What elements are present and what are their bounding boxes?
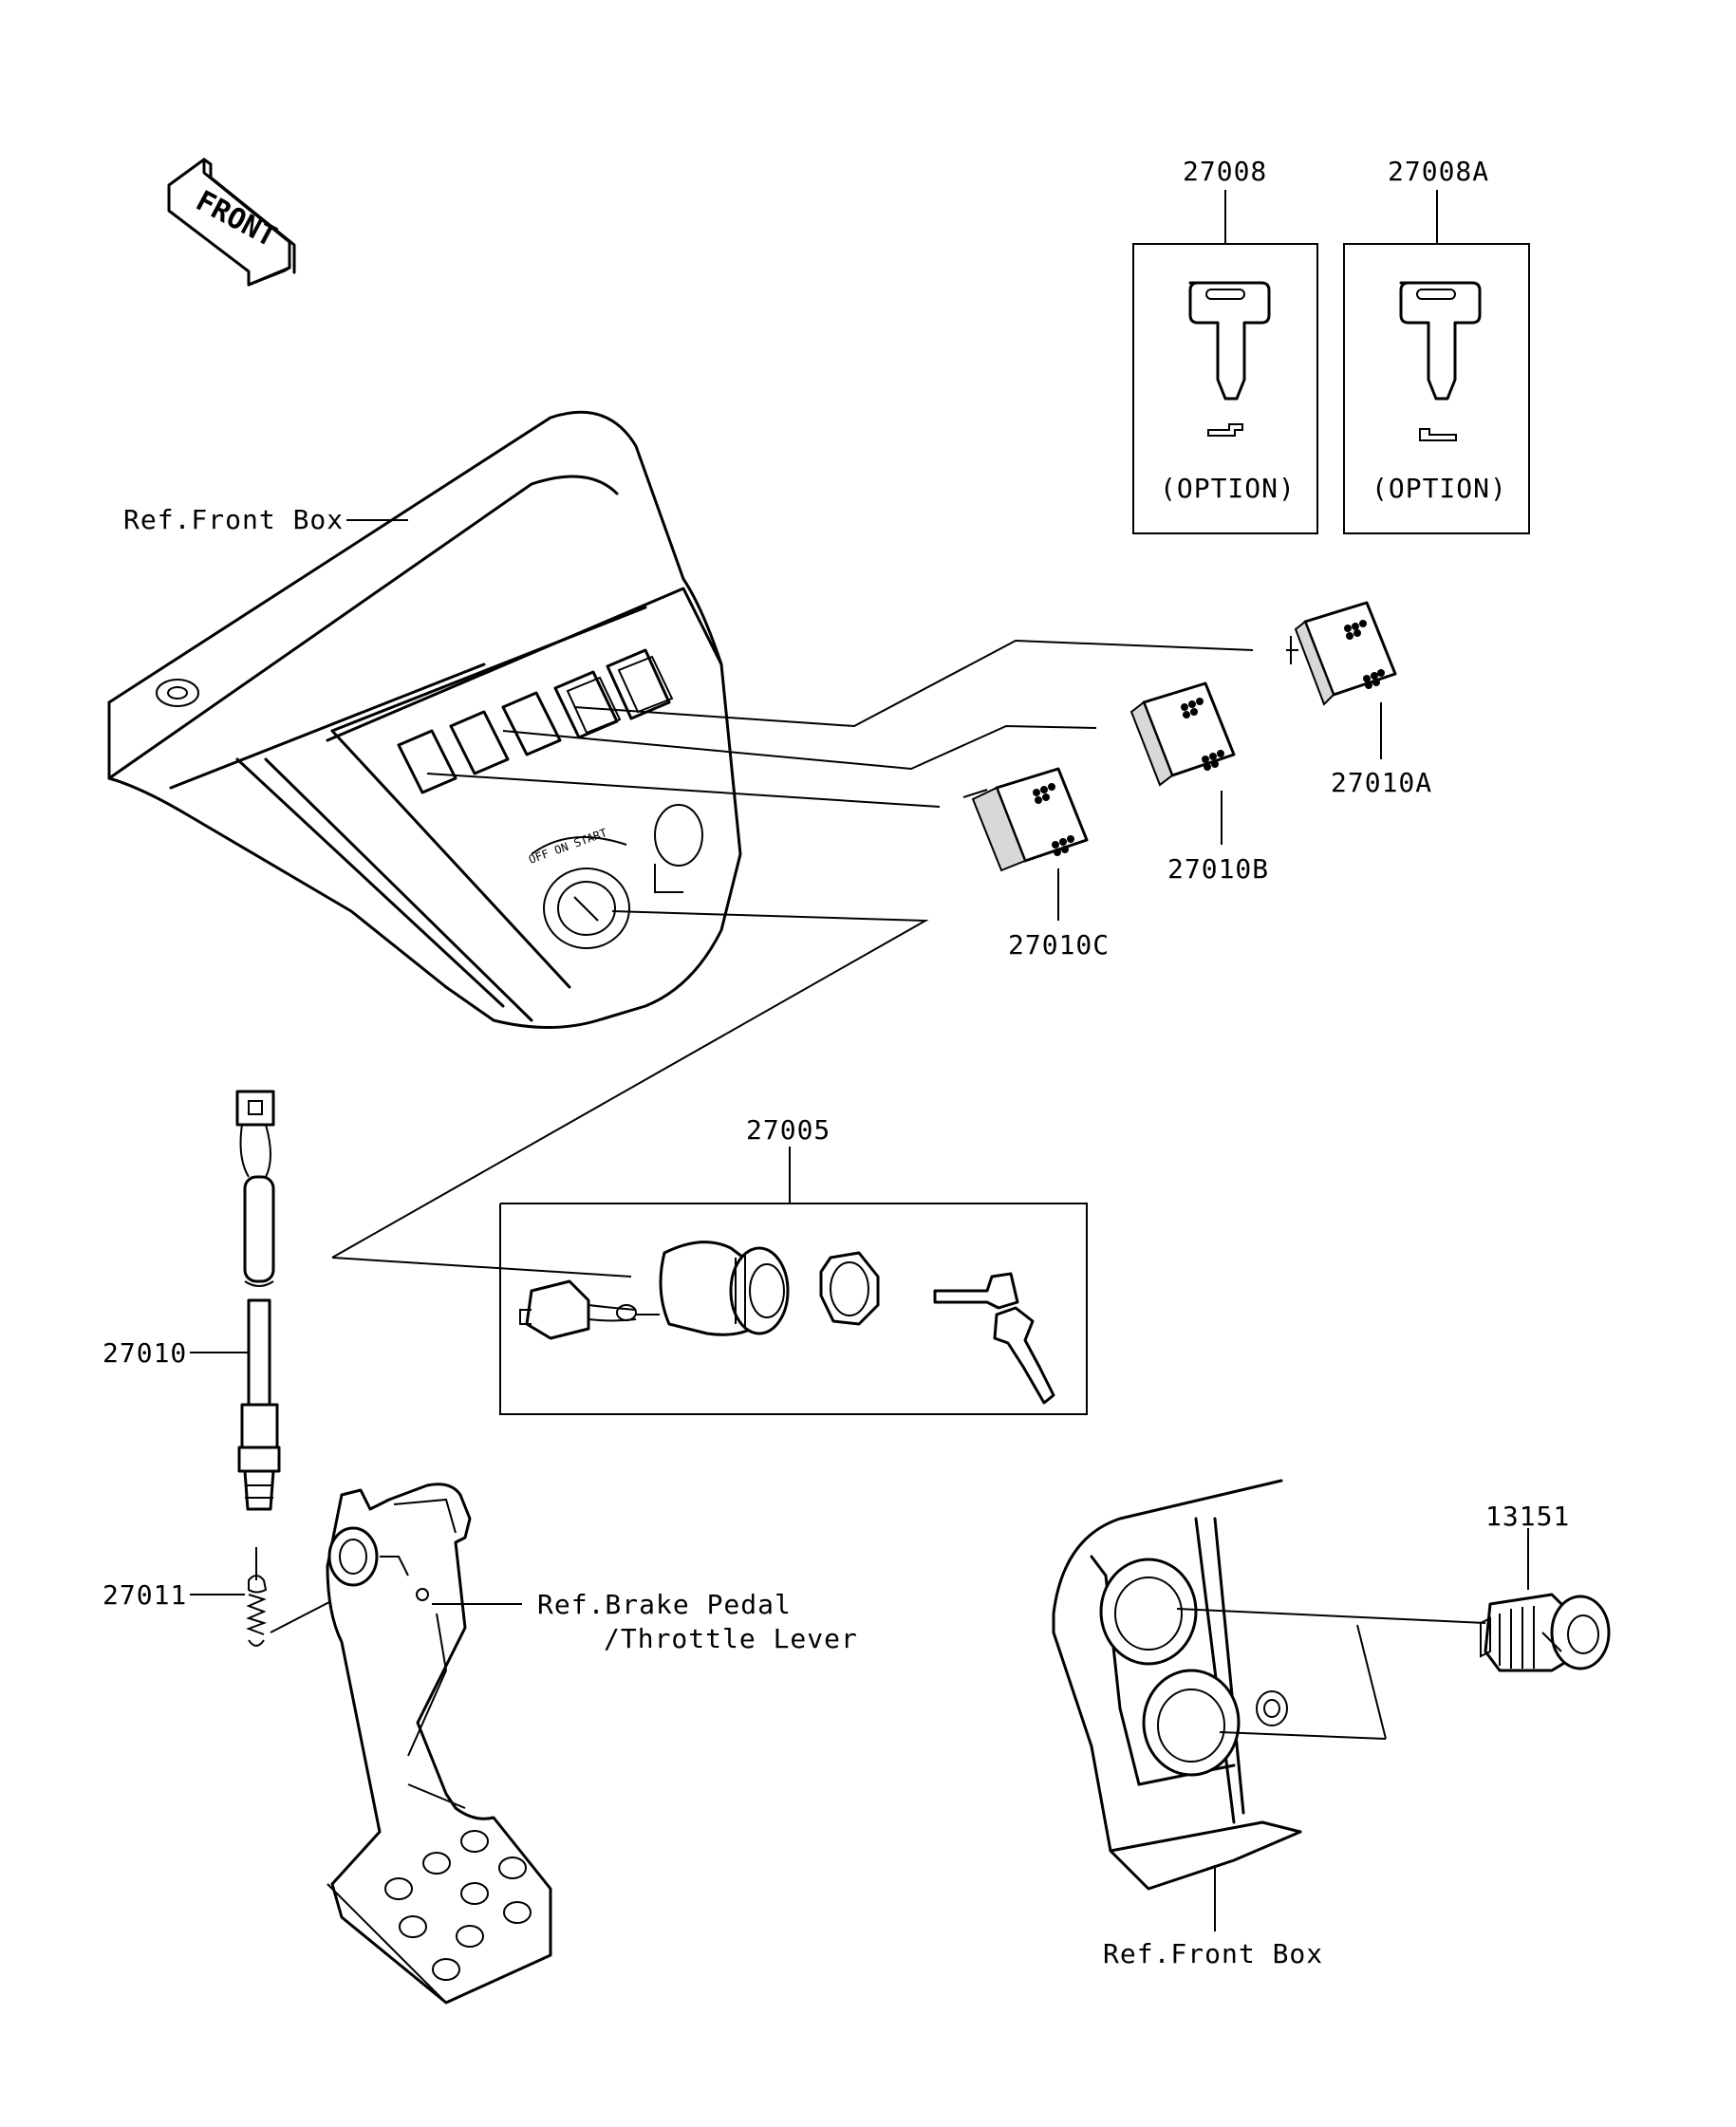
front-box-sockets — [1052, 1479, 1486, 1931]
key-option-27008A — [1343, 190, 1530, 534]
label-ref-brake-pedal: Ref.Brake Pedal — [537, 1589, 792, 1620]
brake-switch-27010 — [190, 1090, 281, 1511]
brake-pedal — [326, 1483, 552, 2005]
socket-13151 — [1480, 1528, 1611, 1672]
label-27010: 27010 — [103, 1337, 187, 1369]
label-ref-front-box-bottom: Ref.Front Box — [1103, 1938, 1323, 1969]
svg-text:OFF ON START: OFF ON START — [527, 826, 608, 867]
pedal-pad-holes — [384, 1830, 532, 1981]
ignition-socket: OFF ON START — [527, 826, 630, 949]
label-27010B: 27010B — [1167, 853, 1269, 885]
label-27010A: 27010A — [1331, 767, 1432, 798]
label-13151: 13151 — [1485, 1501, 1570, 1532]
rocker-switch-27010A — [1286, 601, 1397, 706]
label-option-right: (OPTION) — [1372, 473, 1507, 504]
label-option-left: (OPTION) — [1160, 473, 1296, 504]
rocker-switch-27010C — [962, 767, 1089, 872]
front-arrow: FRONT — [167, 158, 296, 287]
label-27010C: 27010C — [1008, 929, 1110, 961]
accessory-socket — [654, 804, 703, 893]
label-ref-front-box-top: Ref.Front Box — [123, 504, 344, 535]
switch-slots — [397, 648, 674, 794]
label-27008: 27008 — [1183, 156, 1267, 187]
ignition-switch-assembly — [331, 1147, 1088, 1415]
rocker-switch-27010B — [1129, 681, 1236, 787]
front-box-dashboard: OFF ON START — [107, 410, 742, 1029]
leader-lines-switches — [331, 639, 1382, 1259]
label-ref-throttle-lever: /Throttle Lever — [604, 1623, 858, 1654]
key-option-27008 — [1132, 190, 1318, 534]
label-27008A: 27008A — [1388, 156, 1489, 187]
label-27011: 27011 — [103, 1579, 187, 1611]
label-27005: 27005 — [746, 1114, 831, 1146]
